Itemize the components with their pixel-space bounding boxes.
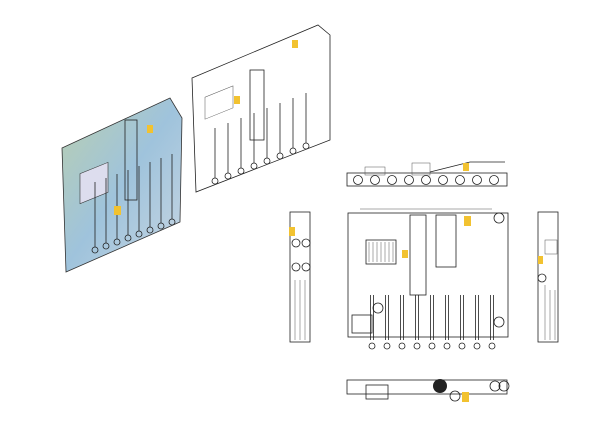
pipe-fitting (289, 147, 297, 155)
pipe-fitting (157, 222, 165, 230)
pipe-fitting (211, 177, 219, 185)
pipe-fitting (113, 238, 121, 246)
right-side-view (537, 211, 559, 343)
highlight-valve (114, 206, 121, 215)
pipe-fitting (302, 142, 310, 150)
isometric-line-view (191, 24, 331, 193)
left-side-view (289, 211, 311, 343)
pipe-fitting (237, 167, 245, 175)
pipe-fitting (443, 342, 451, 350)
front-view (347, 208, 509, 350)
pipe-fitting (146, 226, 154, 234)
drawing-line (124, 119, 138, 201)
pipe-fitting (135, 230, 143, 238)
highlight-valve (292, 40, 298, 48)
pipe-fitting (124, 234, 132, 242)
isometric-shaded-view (61, 97, 183, 273)
pipe-fitting (438, 175, 448, 185)
pipe-fitting (488, 342, 496, 350)
drawing-line (249, 69, 265, 141)
pipe-fitting (168, 218, 176, 226)
pipe-fitting (276, 152, 284, 160)
pipe-fitting (383, 342, 391, 350)
top-view (346, 161, 508, 187)
pipe-fitting (472, 175, 482, 185)
pipe-fitting (370, 175, 380, 185)
bottom-view (346, 379, 510, 402)
highlight-valve (234, 96, 240, 104)
pipe-fitting (458, 342, 466, 350)
pipe-fitting (413, 342, 421, 350)
pipe-fitting (353, 175, 363, 185)
pipe-fitting (421, 175, 431, 185)
pipe-fitting (368, 342, 376, 350)
pipe-fitting (473, 342, 481, 350)
highlight-valve (147, 125, 153, 133)
pipe-fitting (398, 342, 406, 350)
pipe-fitting (102, 242, 110, 250)
pipe-fitting (455, 175, 465, 185)
pipe-fitting (428, 342, 436, 350)
pipe-fitting (91, 246, 99, 254)
pipe-fitting (489, 175, 499, 185)
pipe-fitting (224, 172, 232, 180)
pipe-fitting (387, 175, 397, 185)
pipe-fitting (250, 162, 258, 170)
pipe-fitting (404, 175, 414, 185)
pipe-fitting (263, 157, 271, 165)
